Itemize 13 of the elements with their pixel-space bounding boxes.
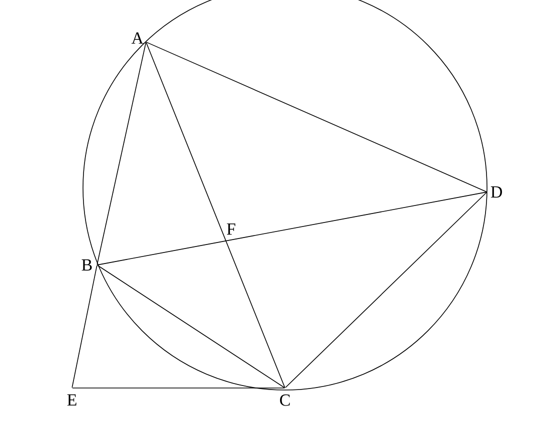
- point-label: E: [67, 394, 76, 406]
- line-segment: [285, 192, 487, 388]
- line-segment: [146, 42, 286, 388]
- line-segment: [146, 42, 487, 192]
- point-label: C: [280, 394, 290, 406]
- line-segment: [97, 192, 487, 266]
- point-label: B: [82, 259, 92, 271]
- point-label: A: [132, 32, 144, 44]
- point-label: D: [490, 186, 502, 198]
- line-segment: [72, 265, 98, 388]
- point-label: F: [226, 223, 236, 235]
- line-segment: [96, 42, 146, 265]
- line-segment: [97, 264, 285, 388]
